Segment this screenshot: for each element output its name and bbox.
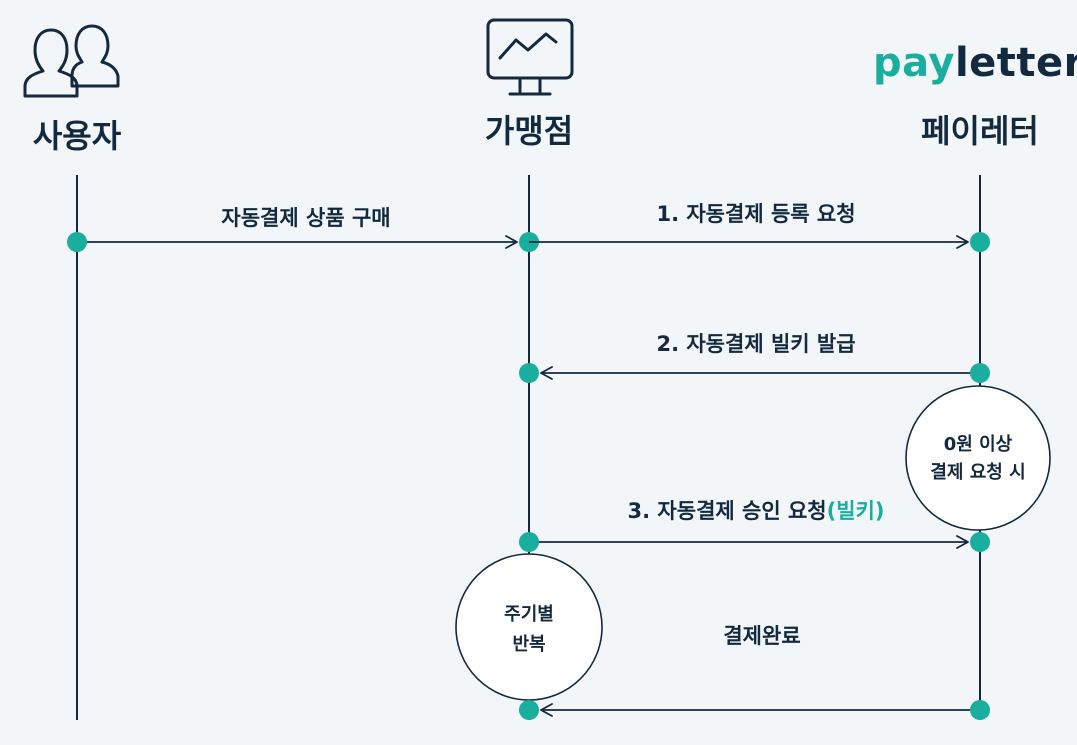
users-icon (23, 24, 120, 98)
message-label: 3. 자동결제 승인 요청(빌키) (628, 499, 885, 523)
end-dot (970, 232, 990, 252)
start-dot (970, 363, 990, 383)
brand-text: payletter. (873, 40, 1077, 86)
note-line: 결제 요청 시 (930, 462, 1025, 483)
note-circle (905, 385, 1051, 531)
note-line: 0원 이상 (944, 434, 1013, 455)
start-dot (519, 532, 539, 552)
start-dot (67, 232, 87, 252)
note-circle (455, 553, 603, 701)
message-2: 2. 자동결제 빌키 발급 (519, 332, 990, 383)
start-dot (970, 700, 990, 720)
message-0: 자동결제 상품 구매 (67, 206, 539, 252)
message-label: 결제완료 (723, 624, 800, 648)
end-dot (519, 363, 539, 383)
note-line: 반복 (512, 634, 545, 655)
message-4: 결제완료 (519, 624, 990, 720)
monitor-chart-icon (486, 18, 574, 96)
note-merchant: 주기별 반복 (455, 553, 603, 701)
actor-label-payletter: 페이레터 (921, 112, 1039, 150)
message-3: 3. 자동결제 승인 요청(빌키) (519, 499, 990, 552)
end-dot (970, 532, 990, 552)
note-payletter: 0원 이상 결제 요청 시 (905, 385, 1051, 531)
actor-label-merchant: 가맹점 (485, 112, 573, 150)
message-label: 자동결제 상품 구매 (221, 206, 390, 230)
message-label: 2. 자동결제 빌키 발급 (656, 332, 855, 356)
note-line: 주기별 (504, 604, 554, 625)
actor-label-user: 사용자 (33, 117, 122, 155)
message-label: 1. 자동결제 등록 요청 (656, 202, 855, 226)
end-dot (519, 700, 539, 720)
message-1: 1. 자동결제 등록 요청 (529, 202, 990, 252)
payletter-logo: payletter. (873, 40, 1077, 86)
